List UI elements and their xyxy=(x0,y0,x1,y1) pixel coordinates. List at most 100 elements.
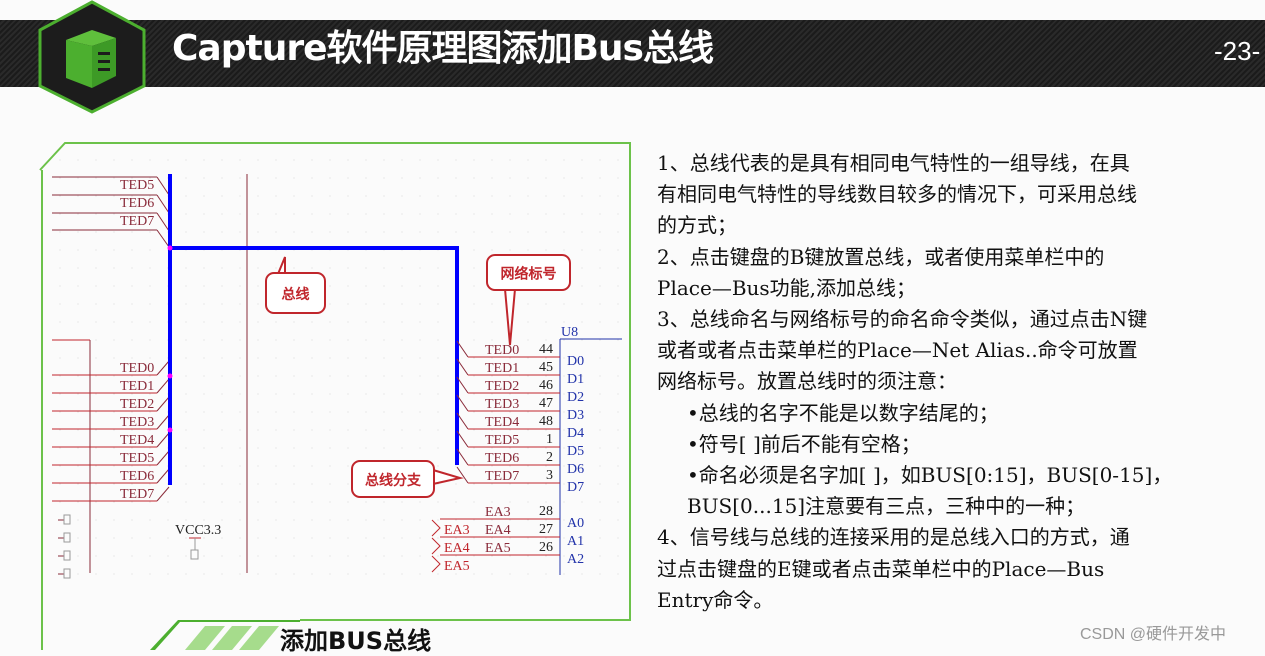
grid-dot xyxy=(293,465,295,467)
grid-dot xyxy=(59,213,61,215)
grid-dot xyxy=(59,303,61,305)
grid-dot xyxy=(401,303,403,305)
grid-dot xyxy=(131,411,133,413)
grid-dot xyxy=(347,231,349,233)
grid-dot xyxy=(473,267,475,269)
grid-dot xyxy=(599,231,601,233)
grid-dot xyxy=(77,411,79,413)
bus-entry xyxy=(456,358,469,376)
grid-dot xyxy=(347,303,349,305)
grid-dot xyxy=(203,231,205,233)
grid-dot xyxy=(131,177,133,179)
grid-dot xyxy=(311,573,313,575)
grid-dot xyxy=(185,357,187,359)
pin-name: D0 xyxy=(567,354,584,369)
grid-dot xyxy=(581,447,583,449)
bus-entry-callout-text: 总线分支 xyxy=(365,472,422,489)
grid-dot xyxy=(437,537,439,539)
grid-dot xyxy=(185,537,187,539)
note-line: 或者或者点击菜单栏的Place—Net Alias..命令可放置 xyxy=(657,338,1138,363)
grid-dot xyxy=(419,501,421,503)
grid-dot xyxy=(113,195,115,197)
grid-dot xyxy=(239,555,241,557)
note-line: 3、总线命名与网络标号的命名命令类似，通过点击N键 xyxy=(657,307,1148,332)
grid-dot xyxy=(239,537,241,539)
grid-dot xyxy=(401,195,403,197)
bus-entry xyxy=(156,176,170,196)
grid-dot xyxy=(293,447,295,449)
grid-dot xyxy=(473,447,475,449)
grid-dot xyxy=(149,429,151,431)
grid-dot xyxy=(293,159,295,161)
grid-dot xyxy=(509,375,511,377)
bus-entry-callout-pointer xyxy=(432,469,464,485)
grid-dot xyxy=(347,213,349,215)
net-label: TED5 xyxy=(485,433,519,448)
grid-dot xyxy=(149,177,151,179)
grid-dot xyxy=(167,159,169,161)
grid-dot xyxy=(347,195,349,197)
grid-dot xyxy=(491,573,493,575)
grid-dot xyxy=(203,285,205,287)
grid-dot xyxy=(257,519,259,521)
grid-dot xyxy=(113,573,115,575)
pin-number: 2 xyxy=(546,450,553,465)
grid-dot xyxy=(455,573,457,575)
logo-icon xyxy=(38,0,146,114)
grid-dot xyxy=(563,159,565,161)
grid-dot xyxy=(599,177,601,179)
grid-dot xyxy=(455,501,457,503)
grid-dot xyxy=(203,411,205,413)
grid-dot xyxy=(185,411,187,413)
grid-dot xyxy=(617,483,619,485)
grid-dot xyxy=(599,447,601,449)
grid-dot xyxy=(509,411,511,413)
grid-dot xyxy=(311,555,313,557)
pin-number: 28 xyxy=(539,504,553,519)
grid-dot xyxy=(329,429,331,431)
grid-dot xyxy=(455,465,457,467)
grid-dot xyxy=(599,465,601,467)
grid-dot xyxy=(203,573,205,575)
grid-dot xyxy=(473,573,475,575)
power-box xyxy=(190,549,199,560)
grid-dot xyxy=(221,573,223,575)
grid-dot xyxy=(95,195,97,197)
grid-dot xyxy=(527,321,529,323)
grid-dot xyxy=(329,519,331,521)
grid-dot xyxy=(239,501,241,503)
grid-dot xyxy=(149,483,151,485)
grid-dot xyxy=(185,339,187,341)
grid-dot xyxy=(383,195,385,197)
grid-dot xyxy=(437,339,439,341)
grid-dot xyxy=(221,339,223,341)
bus-entry xyxy=(456,430,469,448)
pin-name: D3 xyxy=(567,408,584,423)
port-chevron xyxy=(431,537,441,555)
grid-dot xyxy=(239,177,241,179)
grid-dot xyxy=(617,573,619,575)
grid-dot xyxy=(383,285,385,287)
grid-dot xyxy=(401,285,403,287)
grid-dot xyxy=(545,231,547,233)
pin-number: 47 xyxy=(539,396,553,411)
grid-dot xyxy=(455,231,457,233)
grid-dot xyxy=(527,357,529,359)
grid-dot xyxy=(167,519,169,521)
net-label: TED6 xyxy=(485,451,519,466)
grid-dot xyxy=(257,321,259,323)
grid-dot xyxy=(401,537,403,539)
grid-dot xyxy=(419,537,421,539)
grid-dot xyxy=(509,195,511,197)
bus-entry xyxy=(456,412,469,430)
grid-dot xyxy=(383,537,385,539)
grid-dot xyxy=(401,447,403,449)
grid-dot xyxy=(95,573,97,575)
grid-dot xyxy=(95,285,97,287)
grid-dot xyxy=(329,267,331,269)
grid-dot xyxy=(59,429,61,431)
grid-dot xyxy=(563,195,565,197)
grid-dot xyxy=(131,501,133,503)
grid-dot xyxy=(491,357,493,359)
grid-dot xyxy=(275,465,277,467)
